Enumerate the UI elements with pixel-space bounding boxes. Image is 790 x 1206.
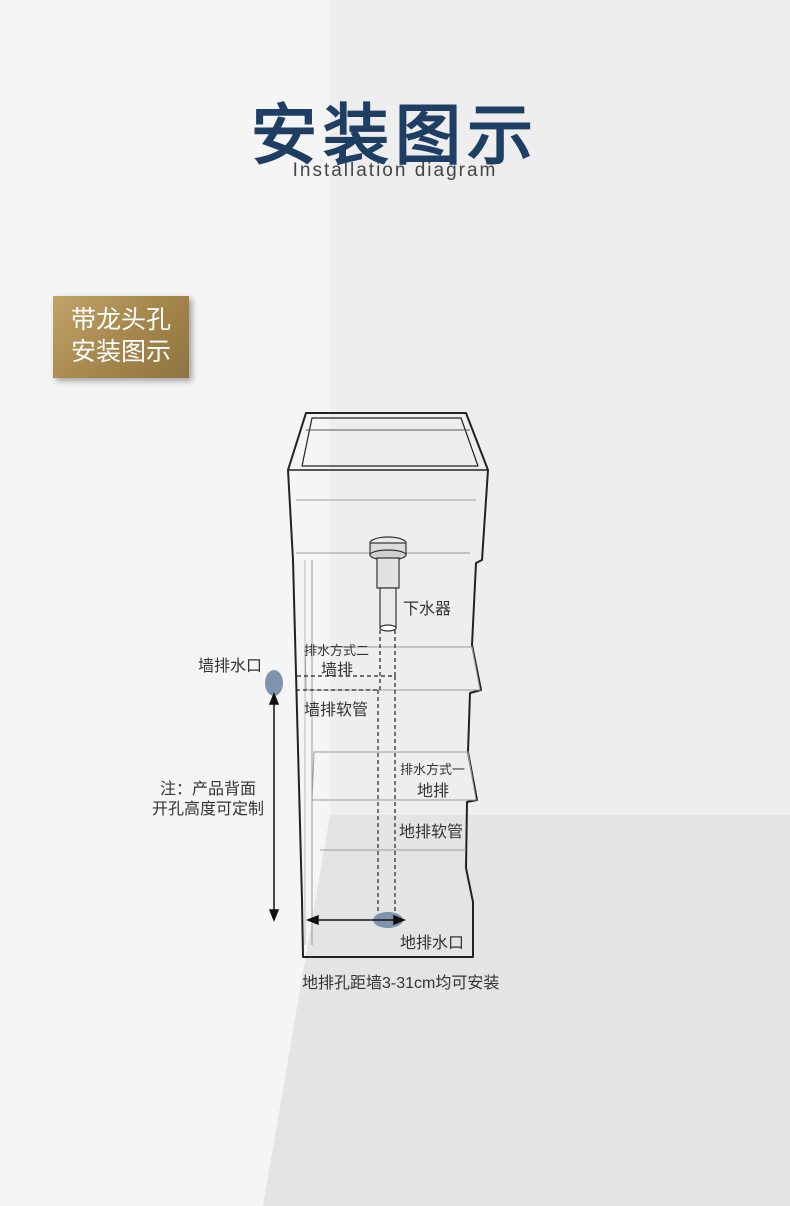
note-line-2: 开孔高度可定制 bbox=[151, 801, 264, 818]
badge-line-1: 带龙头孔 bbox=[70, 306, 171, 334]
note-line-1: 注：产品背面 bbox=[159, 781, 256, 798]
basin-inner bbox=[301, 417, 479, 467]
section-badge: 带龙头孔 安装图示 bbox=[53, 296, 189, 378]
wall-hose-label: 墙排软管 bbox=[304, 702, 369, 719]
page-title: 安装图示 bbox=[251, 97, 539, 174]
floor-drain-label: 地排 bbox=[417, 783, 450, 800]
drain-label: 下水器 bbox=[403, 601, 452, 618]
page-subtitle: Installation diagram bbox=[292, 160, 498, 181]
wall-hose-line bbox=[297, 630, 381, 691]
drain-fitting bbox=[369, 536, 407, 632]
floor-outlet-label: 地排水口 bbox=[400, 935, 465, 952]
badge-line-2: 安装图示 bbox=[70, 338, 171, 366]
background-panel bbox=[330, 0, 790, 815]
method-one-label: 排水方式一 bbox=[400, 762, 466, 777]
height-note: 注：产品背面 开孔高度可定制 bbox=[145, 780, 271, 820]
wall-outlet-label: 墙排水口 bbox=[198, 658, 263, 675]
basin-rim bbox=[287, 412, 489, 471]
wall-drain-label: 墙排 bbox=[321, 662, 354, 679]
wall-outlet-marker bbox=[265, 670, 283, 696]
distance-note: 地排孔距墙3-31cm均可安装 bbox=[302, 975, 500, 992]
method-two-label: 排水方式二 bbox=[304, 643, 370, 658]
floor-hose-label: 地排软管 bbox=[399, 824, 464, 841]
cabinet-outline bbox=[287, 412, 489, 958]
